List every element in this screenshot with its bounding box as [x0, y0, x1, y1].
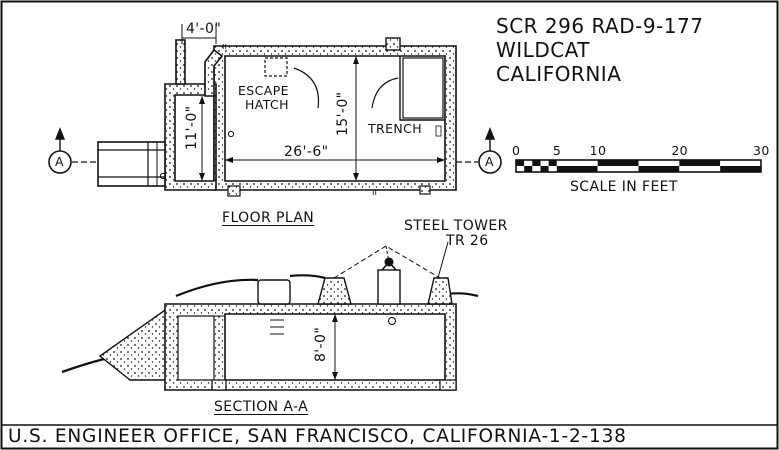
- trench-compartment: [399, 56, 445, 121]
- floor-plan-caption: FLOOR PLAN: [222, 210, 315, 226]
- scale-segment: [524, 160, 533, 166]
- svg-text:ıı: ıı: [222, 41, 227, 51]
- scale-segment: [679, 166, 721, 172]
- scale-segment: [524, 166, 533, 172]
- dim-length-label: 26'-6": [282, 144, 331, 160]
- scale-segment: [532, 160, 541, 166]
- drawing-id: SCR 296 RAD-9-177: [496, 14, 704, 38]
- scale-segment: [638, 160, 680, 166]
- trench-label: TRENCH: [368, 121, 423, 136]
- corridor-walls: [175, 39, 186, 85]
- scale-segment: [638, 166, 680, 172]
- tower-id-label: TR 26: [446, 233, 489, 249]
- scale-segment: [516, 160, 525, 166]
- state-name: CALIFORNIA: [496, 62, 622, 86]
- steel-tower-label: STEEL TOWER: [404, 218, 508, 234]
- section-caption: SECTION A-A: [214, 399, 309, 415]
- scale-tick-label: 10: [589, 143, 607, 158]
- escape-hatch: [264, 57, 288, 77]
- scale-bar: [515, 159, 762, 173]
- scale-segment: [540, 160, 549, 166]
- scale-segment: [548, 160, 557, 166]
- section-marker-left-label: A: [55, 154, 64, 169]
- scale-segment: [597, 166, 639, 172]
- scale-segment: [548, 166, 557, 172]
- svg-text:ıı: ıı: [372, 187, 377, 197]
- escape-hatch-section: [257, 279, 291, 305]
- tower-footing-left: [317, 277, 352, 305]
- scale-label: SCALE IN FEET: [570, 179, 678, 195]
- scale-tick-label: 20: [671, 143, 689, 158]
- scale-segment: [556, 166, 598, 172]
- dim-side-room-label: 11'-0": [184, 105, 200, 150]
- section-arrow-left: [54, 127, 66, 151]
- scale-tick-label: 30: [753, 143, 770, 158]
- roof-vent: [377, 269, 401, 305]
- vent-stack: [385, 37, 401, 51]
- dim-width-label: 15'-0": [335, 91, 351, 136]
- section-marker-right-label: A: [485, 154, 494, 169]
- door-swing-left: [293, 67, 320, 109]
- scale-tick-label: 5: [552, 143, 562, 158]
- scale-segment: [556, 160, 598, 166]
- tower-leader: [437, 241, 449, 279]
- scale-tick-label: 0: [512, 143, 521, 158]
- dim-height-label: 8'-0": [313, 326, 329, 362]
- escape-hatch-label: ESCAPE HATCH: [238, 83, 289, 112]
- scale-segment: [720, 166, 761, 172]
- scale-segment: [532, 166, 541, 172]
- footer-office-line: U.S. ENGINEER OFFICE, SAN FRANCISCO, CAL…: [8, 426, 627, 447]
- section-view: [61, 241, 479, 391]
- scale-segment: [540, 166, 549, 172]
- dim-corridor-label: 4'-0": [186, 21, 222, 37]
- scale-bar-segments: [516, 160, 761, 172]
- floor-plan: ıı ıı: [48, 24, 502, 197]
- scale-segment: [679, 160, 721, 166]
- tower-footing-right: [427, 277, 453, 305]
- site-name: WILDCAT: [496, 38, 591, 62]
- section-arrow-right: [484, 127, 496, 151]
- scale-segment: [720, 160, 761, 166]
- door-swing-right: [371, 77, 399, 109]
- steel-tower-outline: [333, 245, 441, 279]
- entrance-ramp-section: [98, 306, 169, 381]
- scale-segment: [516, 166, 525, 172]
- corridor-wall-right: [204, 48, 224, 97]
- scale-segment: [597, 160, 639, 166]
- entrance-ramp: [97, 141, 166, 187]
